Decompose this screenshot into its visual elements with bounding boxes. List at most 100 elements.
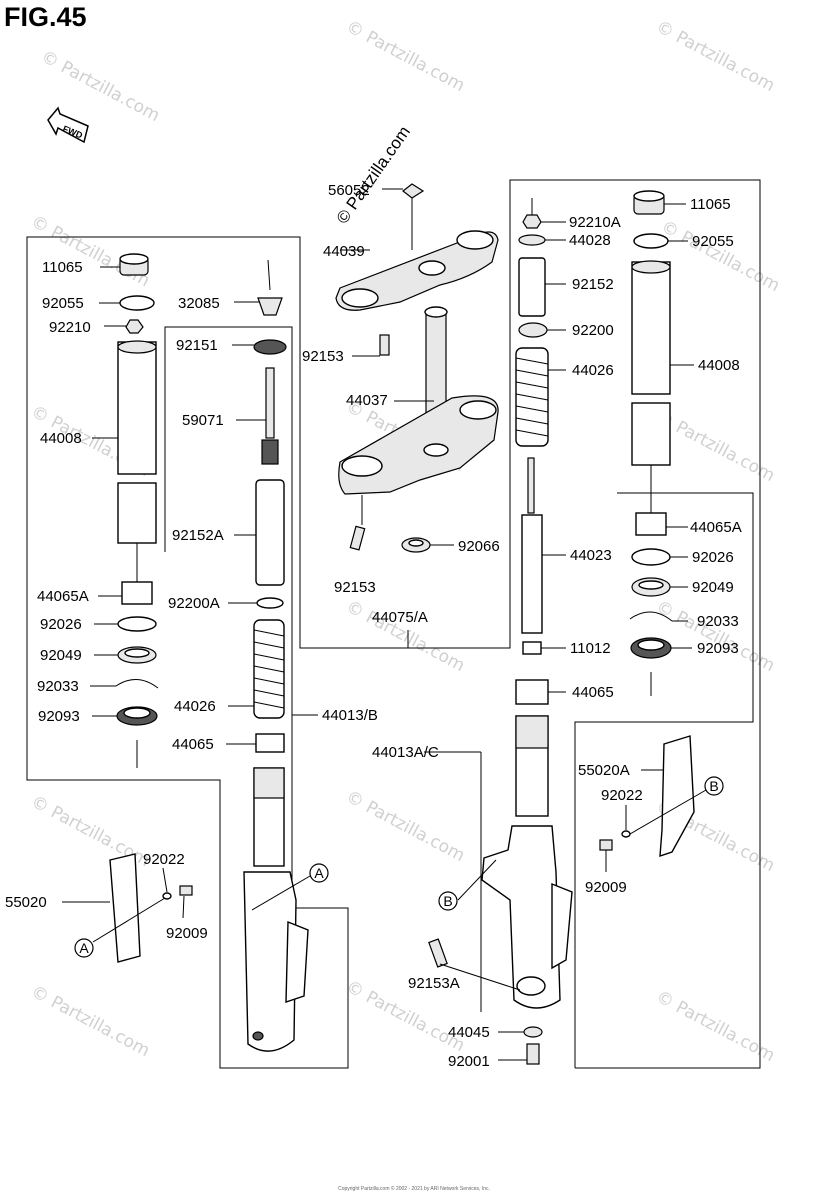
bush-44065-right xyxy=(515,679,549,705)
label-44013AC: 44013A/C xyxy=(372,744,439,761)
cap-32085 xyxy=(257,297,283,316)
label-11065: 11065 xyxy=(42,259,83,276)
label-92055: 92055 xyxy=(692,233,734,250)
callout-b-guard: B xyxy=(704,776,724,796)
bolt-92153-lower xyxy=(349,525,366,551)
label-44023: 44023 xyxy=(570,547,612,564)
ring-92026-left xyxy=(117,616,157,632)
watermark: © Partzilla.com xyxy=(343,787,468,866)
footer-copyright: Copyright Partzilla.com © 2002 - 2021 by… xyxy=(338,1186,490,1192)
nut-92210A xyxy=(522,214,542,229)
tube-44008-right xyxy=(631,261,671,395)
label-92152: 92152 xyxy=(572,276,614,293)
left-fork-parts xyxy=(109,253,309,1052)
washer-92022-right xyxy=(621,830,631,838)
tube-44008-left xyxy=(117,341,157,475)
bush-44065A-right xyxy=(635,512,667,536)
spacer-92152 xyxy=(518,257,546,317)
callout-b-slider: B xyxy=(438,891,458,911)
figure-title: FIG.45 xyxy=(4,2,87,32)
svg-text:A: A xyxy=(79,940,89,956)
label-55020: 55020 xyxy=(5,894,47,911)
right-fork-parts xyxy=(428,190,695,1065)
label-92055: 92055 xyxy=(42,295,84,312)
washer-44045 xyxy=(523,1026,543,1038)
label-92049: 92049 xyxy=(40,647,82,664)
watermark: © Partzilla.com xyxy=(658,217,783,296)
nut-92210 xyxy=(125,319,144,334)
label-92049: 92049 xyxy=(692,579,734,596)
cylinder-92152A xyxy=(255,479,285,586)
label-92093: 92093 xyxy=(38,708,80,725)
guard-55020A xyxy=(659,735,695,857)
oring-92055-right xyxy=(633,233,669,249)
label-44008: 44008 xyxy=(698,357,740,374)
bush-44065A-left xyxy=(121,581,153,605)
label-92153A: 92153A xyxy=(408,975,460,992)
right-inner-outline xyxy=(574,492,754,1068)
svg-text:B: B xyxy=(709,778,718,794)
rod-59071 xyxy=(265,367,275,439)
bolt-92009-left xyxy=(179,885,193,896)
label-44045: 44045 xyxy=(448,1024,490,1041)
label-44013B: 44013/B xyxy=(322,707,378,724)
callout-a-guard: A xyxy=(74,938,94,958)
bolt-92153A xyxy=(428,938,448,968)
label-92033: 92033 xyxy=(37,678,79,695)
part-92151 xyxy=(253,339,287,355)
watermark: © Partzilla.com xyxy=(653,407,778,486)
part-labels: 56052 44039 92153 44037 92066 92153 4407… xyxy=(5,182,742,1070)
washer-92022-left xyxy=(162,892,172,900)
label-92153: 92153 xyxy=(334,579,376,596)
label-92026: 92026 xyxy=(40,616,82,633)
callout-a-left: A xyxy=(309,863,329,883)
svg-text:B: B xyxy=(443,893,452,909)
watermark-dark: © Partzilla.com xyxy=(333,123,414,228)
watermark: © Partzilla.com xyxy=(653,987,778,1066)
label-55020A: 55020A xyxy=(578,762,630,779)
damper-44023 xyxy=(521,514,543,634)
watermark: © Partzilla.com xyxy=(28,212,153,291)
tube-44008-right-lower xyxy=(631,402,671,466)
label-92210: 92210 xyxy=(49,319,91,336)
label-44065: 44065 xyxy=(572,684,614,701)
washer-44028 xyxy=(518,234,546,246)
label-44028: 44028 xyxy=(569,232,611,249)
label-92026: 92026 xyxy=(692,549,734,566)
label-92033: 92033 xyxy=(697,613,739,630)
bolt-92009-right xyxy=(599,839,613,851)
label-92066: 92066 xyxy=(458,538,500,555)
label-92151: 92151 xyxy=(176,337,218,354)
washer-92200A xyxy=(256,597,284,609)
label-44039: 44039 xyxy=(323,243,365,260)
label-32085: 32085 xyxy=(178,295,220,312)
watermark: © Partzilla.com xyxy=(653,597,778,676)
clip-92033-right xyxy=(629,611,673,622)
cap-11012 xyxy=(522,641,542,655)
right-fork-outline xyxy=(299,179,761,1069)
bush-44065-left xyxy=(255,733,285,753)
label-44065A: 44065A xyxy=(690,519,742,536)
rod-44023 xyxy=(527,457,535,514)
label-92152A: 92152A xyxy=(172,527,224,544)
ring-92026-right xyxy=(631,548,671,566)
label-44026: 44026 xyxy=(174,698,216,715)
label-44008: 44008 xyxy=(40,430,82,447)
tube-44008-left-lower xyxy=(117,482,157,544)
valve-59071 xyxy=(261,439,279,465)
bolt-92001 xyxy=(526,1043,540,1065)
watermark: © Partzilla.com xyxy=(28,982,153,1061)
guard-55020 xyxy=(109,853,141,963)
label-92200A: 92200A xyxy=(168,595,220,612)
label-44037: 44037 xyxy=(346,392,388,409)
label-44065: 44065 xyxy=(172,736,214,753)
upper-bracket xyxy=(335,231,499,311)
label-92200: 92200 xyxy=(572,322,614,339)
label-44065A: 44065A xyxy=(37,588,89,605)
label-92093: 92093 xyxy=(697,640,739,657)
washer-92200 xyxy=(518,322,548,338)
label-92210A: 92210A xyxy=(569,214,621,231)
leader-lines xyxy=(62,188,707,1061)
left-fork-outline xyxy=(26,236,349,1069)
